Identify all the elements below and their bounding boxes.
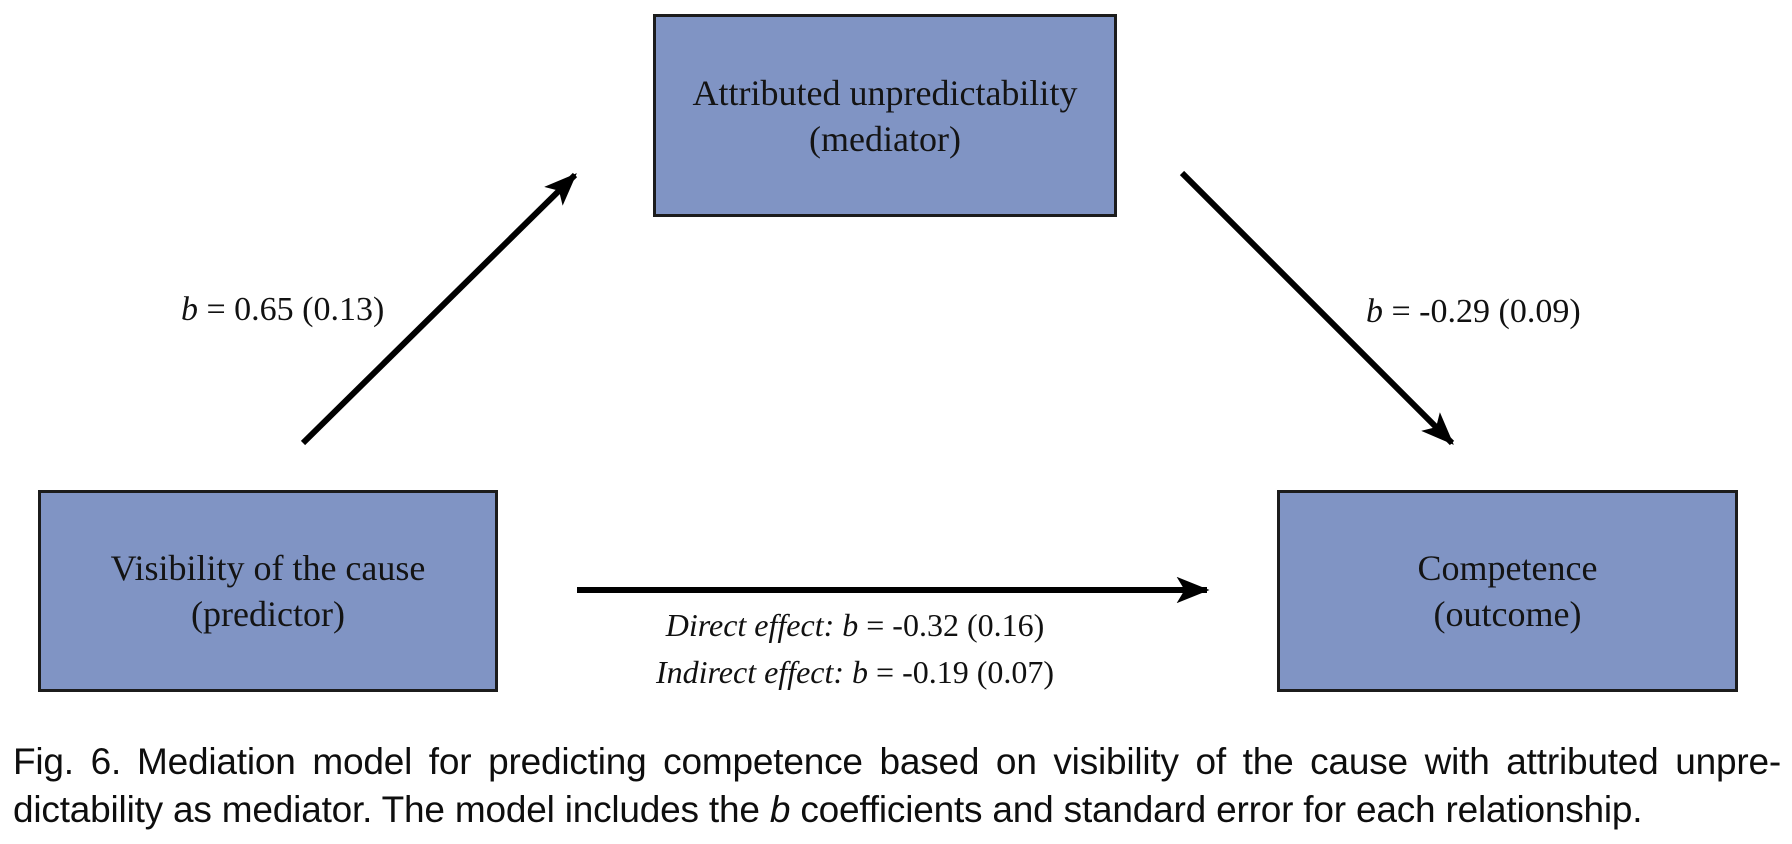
direct-effect-label: Direct effect: <box>665 607 843 643</box>
node-predictor-title: Visibility of the cause <box>110 548 426 588</box>
direct-effect-symbol: b <box>842 607 859 643</box>
node-mediator-title: Attributed unpredictability <box>692 72 1078 113</box>
coefficient-a-symbol: b <box>181 291 198 328</box>
figure-caption: Fig. 6. Mediation model for predicting co… <box>13 738 1781 834</box>
direct-indirect-effects: Direct effect: b = -0.32 (0.16) Indirect… <box>640 602 1070 696</box>
caption-line-2: dictability as mediator. The model inclu… <box>13 786 1781 834</box>
node-outcome-subtitle: (outcome) <box>1433 594 1582 634</box>
node-outcome-title: Competence <box>1417 548 1598 588</box>
node-predictor: Visibility of the cause (predictor) <box>38 490 498 692</box>
arrow-mediator-to-outcome <box>1179 170 1455 446</box>
caption-line1-text: Mediation model for predicting competenc… <box>137 741 1781 782</box>
indirect-effect-label: Indirect effect: <box>655 654 853 690</box>
arrow-predictor-to-mediator <box>300 172 578 446</box>
coefficient-a-path: b = 0.65 (0.13) <box>181 288 384 332</box>
indirect-effect-value: = -0.19 (0.07) <box>868 654 1055 690</box>
indirect-effect-symbol: b <box>852 654 869 690</box>
caption-line2-text-before: dictability as mediator. The model inclu… <box>13 789 770 830</box>
caption-line2-text-after: coefficients and standard error for each… <box>790 789 1643 830</box>
node-mediator: Attributed unpredictability (mediator) <box>653 14 1117 217</box>
node-mediator-subtitle: (mediator) <box>809 118 961 159</box>
coefficient-a-value: = 0.65 (0.13) <box>198 291 385 328</box>
node-predictor-subtitle: (predictor) <box>191 594 345 634</box>
direct-effect-value: = -0.32 (0.16) <box>858 607 1045 643</box>
caption-b-symbol: b <box>769 789 791 830</box>
coefficient-b-value: = -0.29 (0.09) <box>1383 293 1581 330</box>
caption-figure-number: Fig. 6. <box>13 741 122 782</box>
node-outcome: Competence (outcome) <box>1277 490 1738 692</box>
coefficient-b-symbol: b <box>1366 293 1383 330</box>
coefficient-b-path: b = -0.29 (0.09) <box>1366 290 1581 334</box>
caption-line-1: Fig. 6. Mediation model for predicting co… <box>13 738 1781 786</box>
direct-effect-line: Direct effect: b = -0.32 (0.16) <box>640 602 1070 649</box>
indirect-effect-line: Indirect effect: b = -0.19 (0.07) <box>640 649 1070 696</box>
